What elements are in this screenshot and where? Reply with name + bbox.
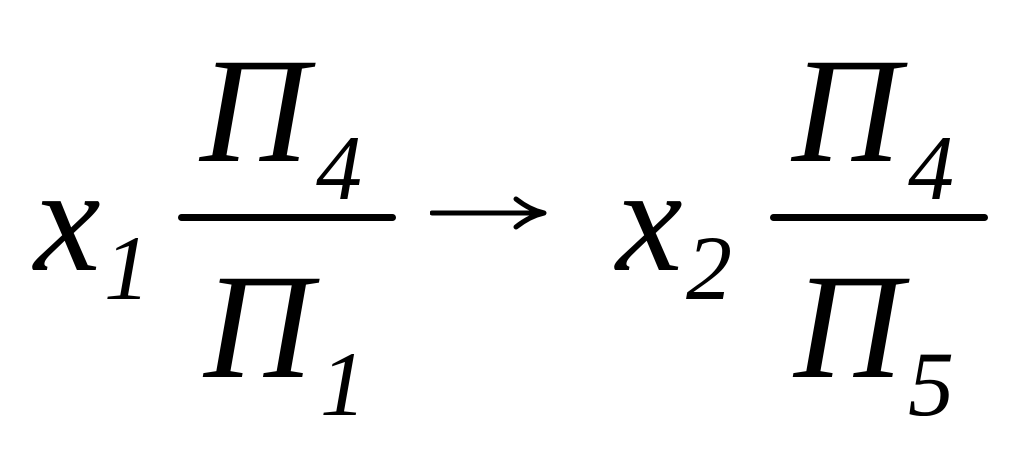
left-numerator-symbol: Π bbox=[200, 28, 309, 194]
right-denominator-subscript: 5 bbox=[908, 333, 954, 435]
right-fraction-bar bbox=[770, 214, 988, 221]
left-variable: x bbox=[34, 137, 101, 303]
left-fraction-bar bbox=[178, 214, 396, 221]
left-variable-subscript: 1 bbox=[104, 217, 150, 319]
left-denominator-subscript: 1 bbox=[320, 333, 366, 435]
left-denominator-symbol: Π bbox=[204, 244, 313, 410]
right-denominator-symbol: Π bbox=[794, 244, 903, 410]
right-numerator-symbol: Π bbox=[792, 28, 901, 194]
right-arrow-icon bbox=[430, 196, 547, 230]
left-numerator-subscript: 4 bbox=[316, 117, 362, 219]
right-variable: x bbox=[616, 137, 683, 303]
right-numerator-subscript: 4 bbox=[908, 117, 954, 219]
right-variable-subscript: 2 bbox=[686, 217, 732, 319]
